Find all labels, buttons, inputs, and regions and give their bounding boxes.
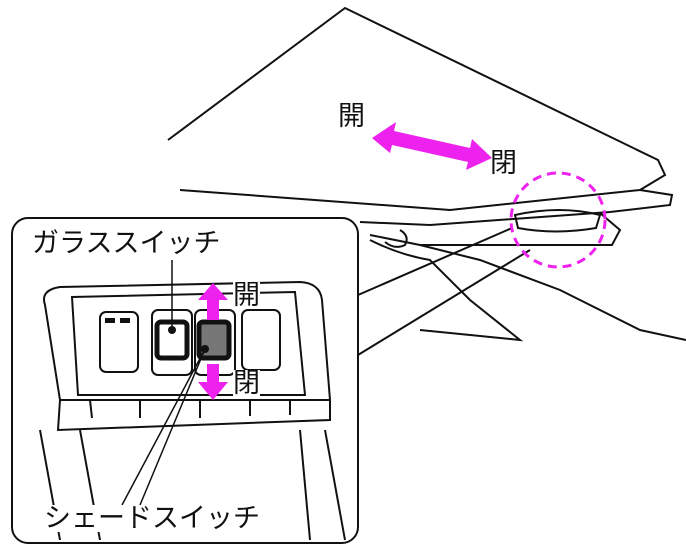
- shade-close-arrow: [198, 364, 228, 400]
- roof-slide-arrow: [372, 122, 492, 170]
- map-light: [99, 311, 139, 373]
- overhead-console-small: [513, 209, 602, 233]
- arrows: [198, 122, 492, 400]
- shade-switch-label: シェードスイッチ: [44, 503, 260, 534]
- glass-switch-label: ガラススイッチ: [32, 228, 221, 259]
- callout-frame: [11, 217, 359, 544]
- shade-close-label: 閉: [233, 368, 260, 399]
- roof-open-label: 開: [338, 101, 365, 132]
- small-lamp-2: [120, 318, 130, 323]
- small-lamp-1: [105, 318, 115, 323]
- roof-outline: [167, 6, 667, 212]
- highlight-circle: [509, 171, 607, 269]
- shade-open-label: 開: [233, 280, 260, 311]
- shade-open-arrow: [198, 283, 228, 320]
- roof-close-label: 閉: [490, 148, 517, 179]
